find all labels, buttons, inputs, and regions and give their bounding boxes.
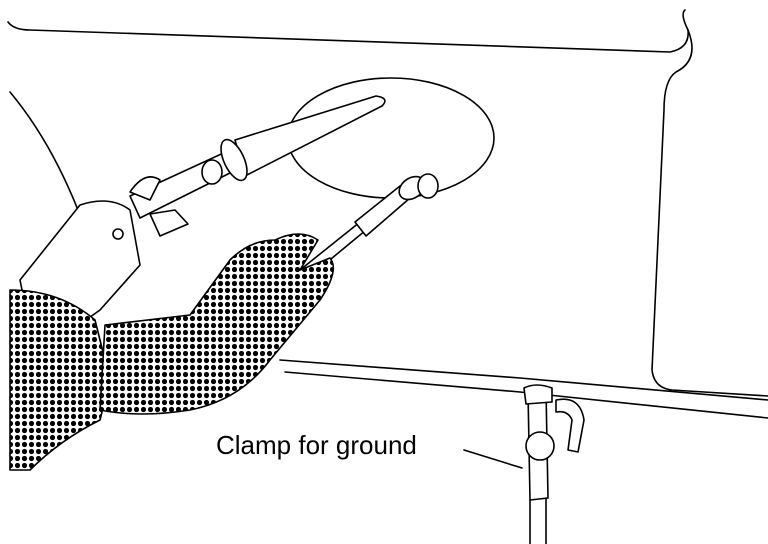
callout-leader-line (463, 449, 523, 469)
ground-clamp (523, 384, 585, 544)
callout-clamp-for-ground: Clamp for ground (216, 430, 417, 460)
body-panel (7, 9, 768, 419)
gloved-hands (9, 233, 335, 471)
